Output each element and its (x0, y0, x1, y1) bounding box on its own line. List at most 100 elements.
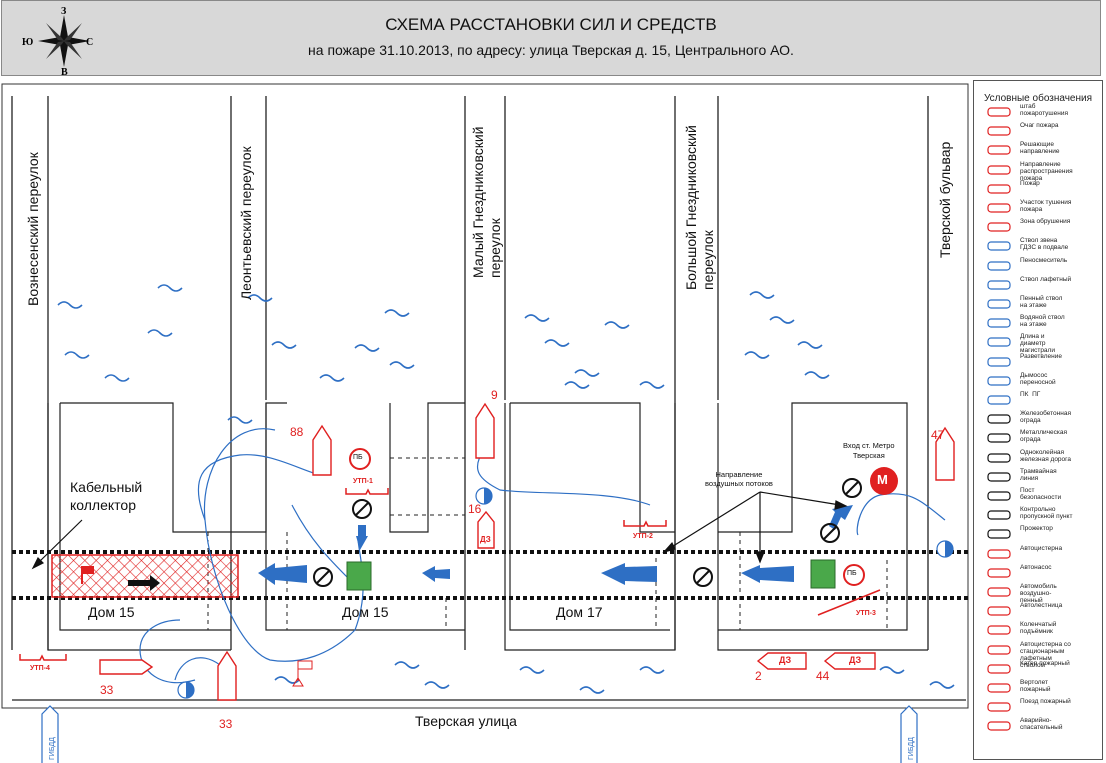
legend-item: Длина и диаметр магистрали (974, 333, 1104, 354)
vehicle-88: 88 (290, 425, 304, 439)
compass-south: В (61, 67, 68, 78)
spread-direction-icon (980, 163, 1018, 175)
cable-collector-label: Кабельный коллектор (70, 479, 143, 513)
tanker-icon (980, 547, 1018, 559)
water-wave (804, 371, 830, 379)
legend-item: Направление распространения пожара (974, 161, 1104, 182)
legend-item-label: Коленчатый подъёмник (1020, 621, 1057, 636)
compass-rose-icon: З В Ю С (22, 6, 93, 78)
fire-zone (51, 554, 239, 598)
legend-item-label: Зона обрушения (1020, 218, 1071, 226)
legend-item: ПК ПГ (974, 391, 1104, 405)
legend-item: Прожектор (974, 525, 1104, 539)
utp-2-label: УТП-2 (633, 533, 653, 540)
legend-item-label: ПК ПГ (1020, 391, 1041, 398)
pb-label-2: ПБ (847, 570, 857, 577)
legend-item: Катер пожарный (974, 660, 1104, 674)
compass-west: Ю (22, 37, 33, 48)
vehicle-16: 16 (468, 502, 482, 516)
legend-item: Трамвайная линия (974, 467, 1104, 482)
foam-nozzle-icon (980, 297, 1018, 309)
hq-icon (292, 660, 313, 687)
legend-item-label: Металлическая ограда (1020, 429, 1067, 444)
legend-item-label: Дымосос переносной (1020, 371, 1056, 386)
legend-item-label: Решающие направление (1020, 141, 1060, 156)
street-tverskaya: Тверская улица (415, 713, 517, 729)
water-wave (157, 284, 183, 292)
legend-item-label: Автоцистерна со стационарным лафетным ст… (1020, 640, 1071, 669)
water-wave (544, 339, 570, 347)
scheme-subtitle: на пожаре 31.10.2013, по адресу: улица Т… (308, 42, 794, 58)
water-wave (354, 344, 380, 352)
line-length-icon (980, 335, 1018, 347)
utp-brackets (19, 488, 881, 661)
legend-item: Автомобиль воздушно- пенный (974, 583, 1104, 604)
legend-item: Решающие направление (974, 141, 1104, 156)
water-wave (749, 291, 775, 299)
projector-icon (980, 527, 1018, 539)
pb-label-1: ПБ (353, 454, 363, 461)
vehicle-2: 2 (755, 669, 762, 683)
legend-item-label: Разветвление (1020, 352, 1062, 360)
foam-truck-icon (980, 585, 1018, 597)
railway-lines (12, 550, 968, 600)
legend-item-label: Ствол лафетный (1020, 275, 1072, 283)
smoke-exhauster-icon (313, 478, 862, 587)
water-wave (639, 666, 665, 674)
water-wave (524, 314, 550, 322)
collapse-zone-icon (980, 220, 1018, 232)
legend-item: штаб пожаротушения (974, 103, 1104, 117)
water-wave (574, 369, 600, 377)
legend-title: Условные обозначения (983, 93, 1093, 104)
legend-item-label: Водяной ствол на этаже (1020, 314, 1065, 329)
water-wave (389, 361, 415, 369)
fire-area-icon (980, 182, 1018, 194)
legend-item-label: Автонасос (1020, 563, 1052, 571)
legend-item-label: Автолестница (1020, 602, 1063, 610)
legend-item-label: Трамвайная линия (1020, 467, 1057, 482)
legend-item: Пост безопасности (974, 487, 1104, 501)
gibdd-post-icon (41, 705, 918, 763)
helicopter-icon (980, 681, 1018, 693)
legend-item: Автонасос (974, 563, 1104, 578)
direction-arrows (258, 505, 853, 585)
water-wave (271, 341, 297, 349)
fire-origin-icon (980, 124, 1018, 136)
legend-item: Пеносмеситель (974, 257, 1104, 271)
water-wave (227, 416, 253, 424)
concrete-fence-icon (980, 412, 1018, 424)
vehicle-47: 47 (931, 428, 945, 442)
legend-item: Пожар (974, 180, 1104, 194)
legend-item: Пенный ствол на этаже (974, 295, 1104, 309)
inner-dashed-walls (207, 457, 888, 630)
legend-item: Автоцистерна (974, 544, 1104, 559)
legend-item-label: Контрольно пропускной пункт (1020, 506, 1073, 521)
fire-boat-icon (980, 662, 1018, 674)
vehicle-33-left: 33 (100, 683, 114, 697)
water-wave (147, 329, 173, 337)
vehicle-44: 44 (816, 669, 830, 683)
hydrant-icon (177, 487, 954, 699)
legend-item: Участок тушения пожара (974, 199, 1104, 213)
dz-label-1: ДЗ (480, 535, 491, 544)
building-outlines (47, 402, 928, 651)
decisive-direction-arrow (128, 575, 160, 591)
fire-train-icon (980, 700, 1018, 712)
legend-item: Автоцистерна со стационарным лафетным ст… (974, 641, 1104, 669)
legend-item-label: Автоцистерна (1020, 544, 1063, 552)
header-bar: СХЕМА РАССТАНОВКИ СИЛ И СРЕДСТВ на пожар… (1, 0, 1101, 76)
legend-item-label: Пост безопасности (1020, 487, 1062, 501)
decisive-direction-icon (980, 143, 1018, 155)
dz-vehicle-icon (477, 510, 876, 670)
water-wave (769, 316, 795, 324)
legend-item: Дымосос переносной (974, 371, 1104, 386)
building-label-3: Дом 17 (556, 604, 603, 620)
legend-item: Аварийно- спасательный (974, 717, 1104, 731)
railway-icon (980, 451, 1018, 463)
gibdd-left-label: ГИБДД (49, 737, 56, 760)
water-wave (64, 351, 90, 359)
legend-item-label: Вертолет пожарный (1020, 679, 1051, 693)
water-wave (744, 351, 770, 359)
hydrant-icon (980, 393, 1018, 405)
